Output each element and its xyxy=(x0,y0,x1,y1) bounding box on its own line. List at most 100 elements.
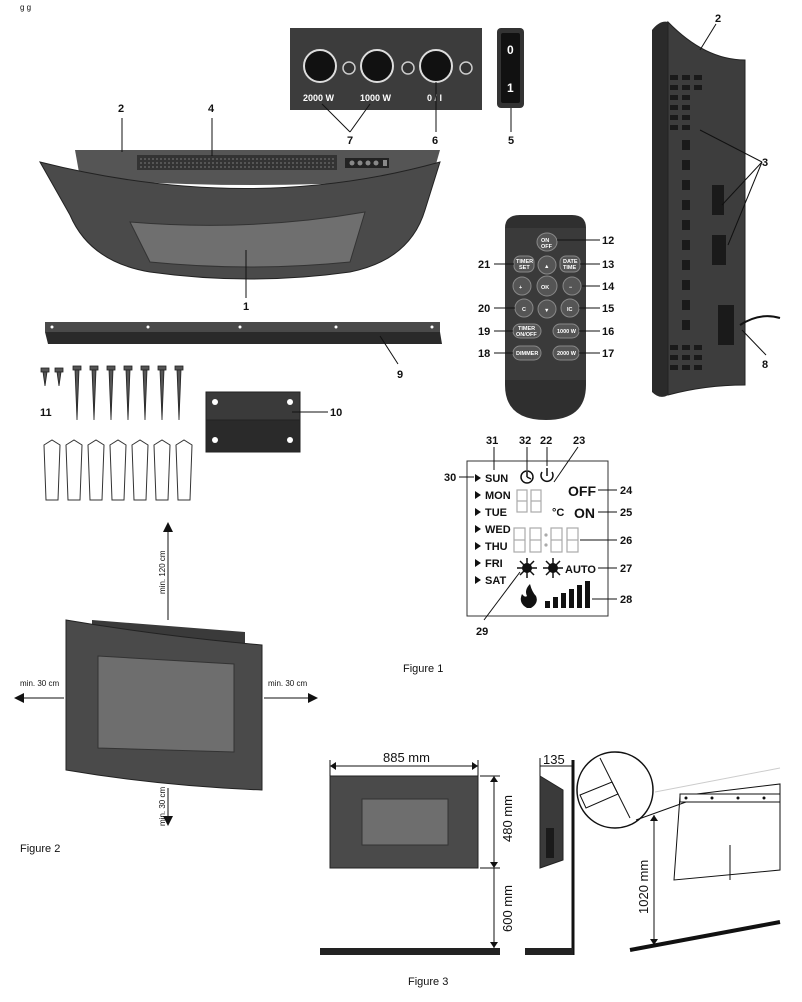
callout-22: 22 xyxy=(540,435,552,447)
switch-0: 0 xyxy=(507,43,514,57)
day-pointers xyxy=(475,474,481,584)
sun-icon-left xyxy=(517,558,537,578)
day-tue: TUE xyxy=(485,507,507,519)
callout-2-front: 2 xyxy=(118,103,124,115)
svg-text:TIME: TIME xyxy=(563,265,576,271)
dowel-6 xyxy=(153,439,171,501)
led-1 xyxy=(342,61,356,75)
off-indicator: OFF xyxy=(568,483,596,499)
switch-1: 1 xyxy=(507,81,514,95)
label-2000w: 2000 W xyxy=(303,93,335,103)
callout-29: 29 xyxy=(476,626,488,638)
dowel-2 xyxy=(65,439,83,501)
long-screw-6 xyxy=(157,365,167,421)
day-thu: THU xyxy=(485,541,508,553)
power-icon xyxy=(540,468,554,482)
callout-10: 10 xyxy=(330,407,342,419)
mounting-bracket xyxy=(205,391,301,453)
callout-21: 21 xyxy=(478,259,490,271)
figure3-caption: Figure 3 xyxy=(408,976,448,988)
knob-power xyxy=(419,49,453,83)
callout-19: 19 xyxy=(478,326,490,338)
label-1000w: 1000 W xyxy=(360,93,392,103)
side-vents xyxy=(670,75,702,370)
svg-text:1000 W: 1000 W xyxy=(557,329,577,335)
short-screw-2 xyxy=(54,367,64,387)
callout-4: 4 xyxy=(208,103,215,115)
remote-btn-up xyxy=(537,255,557,275)
callout-8: 8 xyxy=(762,359,768,371)
sun-icon-right xyxy=(543,558,563,578)
callout-3: 3 xyxy=(762,157,768,169)
day-sat: SAT xyxy=(485,575,506,587)
callout-32: 32 xyxy=(519,435,531,447)
long-screw-7 xyxy=(174,365,184,421)
lcd-display: SUN MON TUE WED THU FRI SAT °C OFF ON xyxy=(466,460,609,617)
short-screw-1 xyxy=(40,367,50,387)
fig3-width: 885 mm xyxy=(383,750,430,765)
callout-9: 9 xyxy=(397,369,403,381)
svg-text:▼: ▼ xyxy=(544,308,549,314)
day-fri: FRI xyxy=(485,558,503,570)
day-mon: MON xyxy=(485,490,511,502)
callout-17: 17 xyxy=(602,348,614,360)
figure2-caption: Figure 2 xyxy=(20,843,60,855)
fig3-mount-height: 1020 mm xyxy=(636,860,651,914)
timer-icon xyxy=(520,470,534,484)
fig3-floor: 600 mm xyxy=(500,885,515,932)
fig2-left-clearance: min. 30 cm xyxy=(20,679,59,688)
remote-btn-minus xyxy=(562,276,582,296)
fig3-height: 480 mm xyxy=(500,795,515,842)
long-screw-1 xyxy=(72,365,82,421)
callout-20: 20 xyxy=(478,303,490,315)
callout-15: 15 xyxy=(602,303,614,315)
svg-text:DIMMER: DIMMER xyxy=(516,351,538,357)
led-3 xyxy=(459,61,473,75)
figure2-clearance-diagram xyxy=(14,522,318,826)
callout-14: 14 xyxy=(602,281,615,293)
callout-30: 30 xyxy=(444,472,456,484)
power-cord xyxy=(739,315,781,326)
control-panel-closeup: 2000 W 1000 W 0 / I xyxy=(290,28,482,110)
remote-btn-down xyxy=(537,299,557,319)
dowel-4 xyxy=(109,439,127,501)
celsius-unit: °C xyxy=(552,507,564,519)
level-bars-icon xyxy=(545,581,590,608)
fig2-bottom-clearance: min. 30 cm xyxy=(158,787,167,826)
svg-text:OK: OK xyxy=(541,285,549,291)
flame-icon xyxy=(520,584,537,608)
screws-set xyxy=(40,365,184,421)
callout-13: 13 xyxy=(602,259,614,271)
svg-text:C: C xyxy=(522,307,526,313)
svg-text:TIMER: TIMER xyxy=(516,259,533,265)
knob-2000w xyxy=(303,49,337,83)
dowel-7 xyxy=(175,439,193,501)
fig2-right-clearance: min. 30 cm xyxy=(268,679,307,688)
remote-btn-ok xyxy=(536,275,558,297)
side-box xyxy=(718,305,734,345)
wall-rail xyxy=(45,322,442,344)
callout-18: 18 xyxy=(478,348,490,360)
callout-6: 6 xyxy=(432,135,438,147)
fireplace-front-view xyxy=(38,150,441,280)
clock-digits xyxy=(513,527,579,553)
long-screw-2 xyxy=(89,365,99,421)
callout-5: 5 xyxy=(508,135,514,147)
callout-24: 24 xyxy=(620,485,633,497)
callout-25: 25 xyxy=(620,507,632,519)
svg-text:▲: ▲ xyxy=(544,264,549,270)
temp-digits xyxy=(516,489,542,513)
callout-1: 1 xyxy=(243,301,249,313)
day-sun: SUN xyxy=(485,473,508,485)
callout-26: 26 xyxy=(620,535,632,547)
long-screw-4 xyxy=(123,365,133,421)
callout-2-side: 2 xyxy=(715,13,721,25)
svg-text:OFF: OFF xyxy=(541,244,553,250)
header-fragment: g g xyxy=(20,3,31,12)
day-wed: WED xyxy=(485,524,511,536)
remote-btn-onoff xyxy=(536,232,558,252)
fig3-depth: 135 xyxy=(543,752,565,767)
long-screw-3 xyxy=(106,365,116,421)
grille-pattern xyxy=(140,158,335,168)
